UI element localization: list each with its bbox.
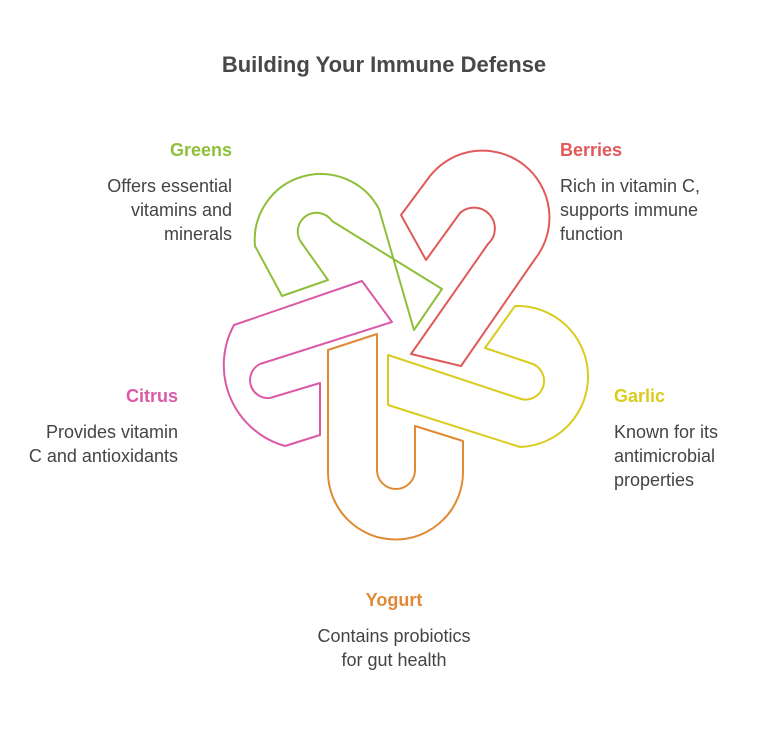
citrus-loop-shape [222, 280, 393, 447]
yogurt-loop-shape [327, 333, 464, 541]
yogurt-label: Yogurt [365, 590, 423, 610]
page-title: Building Your Immune Defense [221, 52, 547, 77]
citrus-description: Provides vitamin C and antioxidants [28, 422, 178, 466]
berries-loop-shape [400, 149, 551, 367]
yogurt-description: Contains probiotics for gut health [317, 626, 471, 670]
garlic-description: Known for its antimicrobial properties [614, 422, 719, 490]
berries-label: Berries [560, 140, 623, 160]
garlic-label: Garlic [614, 386, 666, 406]
berries-description: Rich in vitamin C, supports immune funct… [560, 176, 701, 244]
citrus-label: Citrus [125, 386, 178, 406]
greens-loop-shape [253, 173, 443, 331]
garlic-loop-shape [387, 304, 589, 448]
greens-label: Greens [169, 140, 232, 160]
greens-description: Offers essential vitamins and minerals [107, 176, 232, 244]
